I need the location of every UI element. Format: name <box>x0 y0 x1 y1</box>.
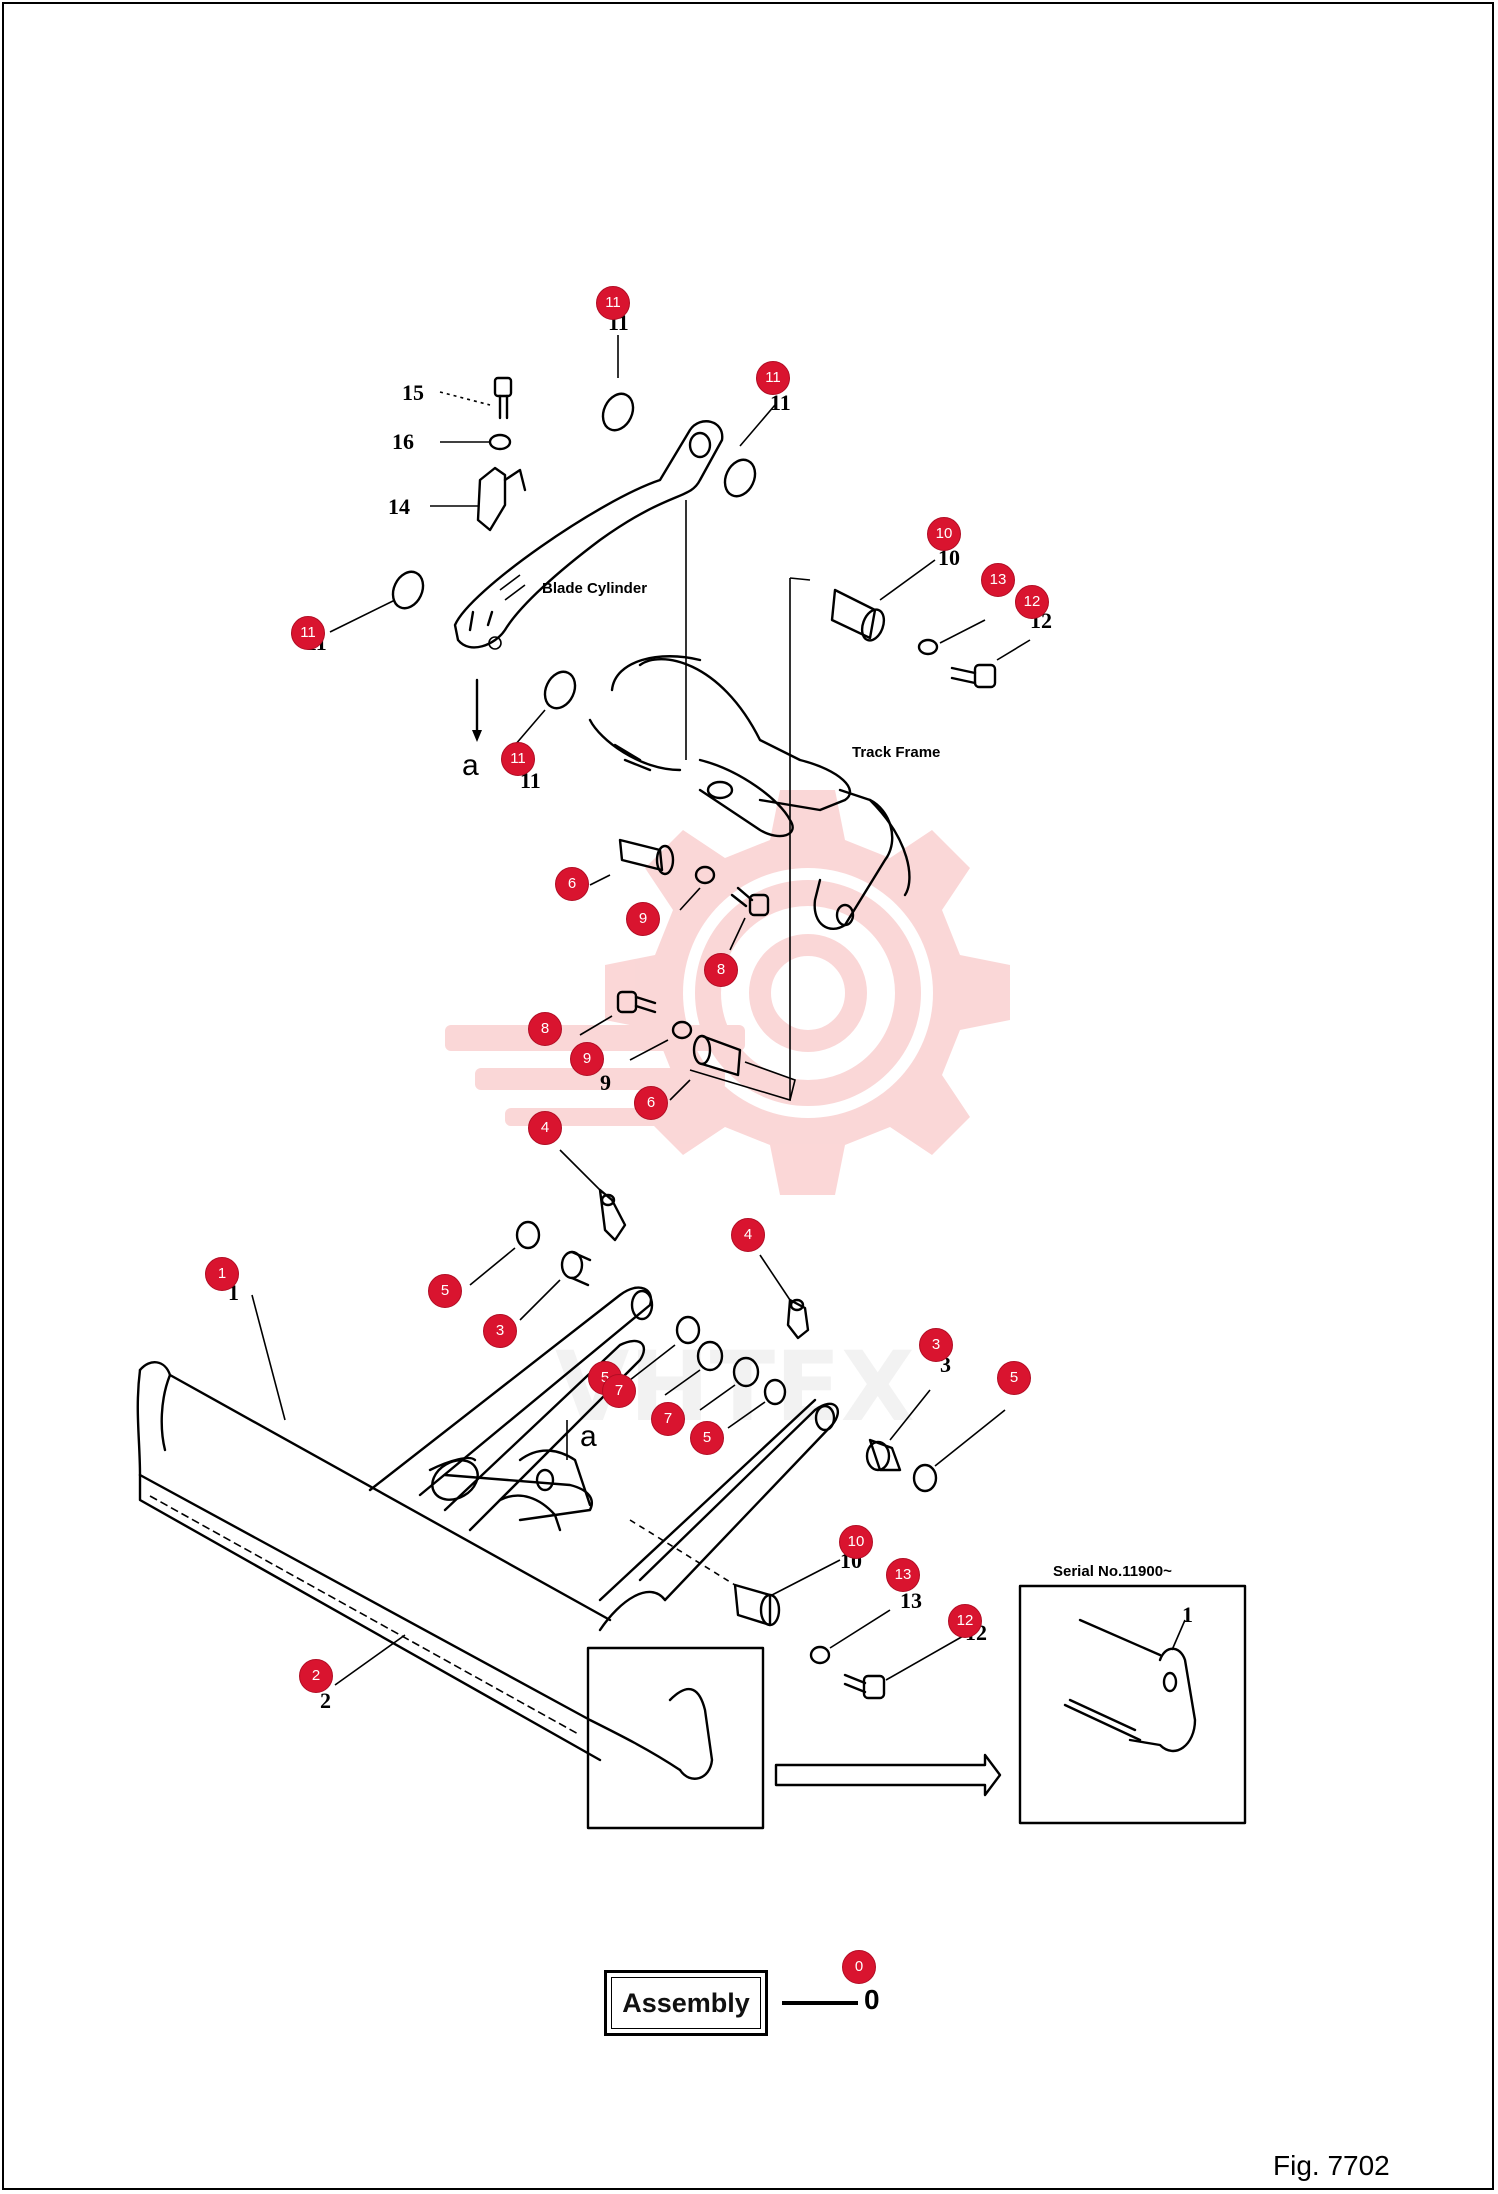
label-13b: 13 <box>900 1588 922 1613</box>
assembly-badge[interactable]: 0 <box>842 1950 876 1984</box>
part-badge-11[interactable]: 11 <box>596 286 630 320</box>
washer-13-top <box>917 638 939 656</box>
bolt-12-top <box>950 663 997 689</box>
screw-15 <box>493 376 513 420</box>
part-badge-12[interactable]: 12 <box>948 1604 982 1638</box>
bolt-8-upper <box>730 886 770 917</box>
detail-inset-current <box>586 1646 765 1830</box>
part-badge-13[interactable]: 13 <box>886 1558 920 1592</box>
part-badge-6[interactable]: 6 <box>634 1086 668 1120</box>
washer-11-left <box>391 570 425 610</box>
washer-11-top <box>601 392 635 432</box>
part-badge-9[interactable]: 9 <box>626 902 660 936</box>
arrow-right-icon <box>774 1753 1002 1797</box>
serial-label: Serial No.11900~ <box>1053 1563 1172 1580</box>
clamp-14 <box>476 466 527 532</box>
part-badge-12[interactable]: 12 <box>1015 585 1049 619</box>
part-badge-7[interactable]: 7 <box>651 1402 685 1436</box>
watermark-gear-logo: VHTEX <box>445 790 1010 1443</box>
part-badge-5[interactable]: 5 <box>997 1361 1031 1395</box>
washer-9-lower <box>671 1020 693 1040</box>
ref-a-bottom: a <box>580 1420 597 1453</box>
assembly-number: 0 <box>864 1984 880 2015</box>
label-10a: 10 <box>938 545 960 570</box>
part-badge-2[interactable]: 2 <box>299 1659 333 1693</box>
track-frame-label: Track Frame <box>852 744 940 761</box>
part-badge-11[interactable]: 11 <box>756 361 790 395</box>
bushing-5-b <box>763 1378 787 1406</box>
part-badge-8[interactable]: 8 <box>528 1012 562 1046</box>
bolt-12-bottom <box>843 1673 886 1700</box>
pin-6-upper <box>618 838 675 876</box>
blade-frame <box>368 1286 839 1632</box>
bushing-5-a <box>515 1220 541 1250</box>
part-badge-11[interactable]: 11 <box>291 616 325 650</box>
grease-fitting-4-left <box>598 1188 627 1242</box>
pin-10-top <box>830 588 886 642</box>
washer-7-b <box>696 1340 724 1372</box>
washer-7-a <box>675 1315 701 1345</box>
washer-11-right <box>723 458 757 498</box>
washer-13-bottom <box>809 1645 831 1665</box>
label-16: 16 <box>392 429 414 454</box>
part-badge-5[interactable]: 5 <box>428 1274 462 1308</box>
washer-11-lower <box>543 670 577 710</box>
label-11b: 11 <box>770 390 791 415</box>
label-3: 3 <box>940 1352 951 1377</box>
assembly-label: Assembly <box>611 1977 761 2029</box>
part-badge-7[interactable]: 7 <box>602 1374 636 1408</box>
bolt-8-lower <box>616 990 657 1014</box>
label-14: 14 <box>388 494 410 519</box>
blade-cylinder-label: Blade Cylinder <box>542 580 647 597</box>
detail-inset-serial <box>1018 1584 1247 1825</box>
washer-7-c <box>732 1356 760 1388</box>
washer-16 <box>488 433 512 451</box>
part-badge-13[interactable]: 13 <box>981 563 1015 597</box>
label-15: 15 <box>402 380 424 405</box>
part-badge-10[interactable]: 10 <box>839 1525 873 1559</box>
ref-a-top: a <box>462 749 479 782</box>
part-badge-1[interactable]: 1 <box>205 1257 239 1291</box>
track-frame-bracket <box>588 655 911 931</box>
part-badge-4[interactable]: 4 <box>731 1218 765 1252</box>
part-badge-3[interactable]: 3 <box>919 1328 953 1362</box>
pin-6-lower <box>692 1034 742 1077</box>
label-1b: 1 <box>1182 1602 1193 1627</box>
washer-9-upper <box>694 865 716 885</box>
bushing-3-a <box>560 1250 592 1287</box>
pin-10-bottom <box>733 1583 781 1627</box>
part-badge-3[interactable]: 3 <box>483 1314 517 1348</box>
part-badge-4[interactable]: 4 <box>528 1111 562 1145</box>
grease-fitting-4-right <box>786 1298 810 1340</box>
part-badge-6[interactable]: 6 <box>555 867 589 901</box>
part-badge-9[interactable]: 9 <box>570 1042 604 1076</box>
label-9b: 9 <box>600 1070 611 1095</box>
label-2: 2 <box>320 1688 331 1713</box>
label-1: 1 <box>228 1280 239 1305</box>
part-badge-5[interactable]: 5 <box>690 1421 724 1455</box>
part-badge-10[interactable]: 10 <box>927 517 961 551</box>
blade-cylinder <box>453 420 724 650</box>
dozer-blade <box>136 1361 714 1780</box>
part-badge-11[interactable]: 11 <box>501 742 535 776</box>
assembly-box: Assembly <box>604 1970 768 2036</box>
figure-label: Fig. 7702 <box>1273 2150 1390 2181</box>
part-badge-8[interactable]: 8 <box>704 953 738 987</box>
bushing-3-b <box>865 1438 902 1472</box>
bushing-5-c <box>912 1463 938 1493</box>
